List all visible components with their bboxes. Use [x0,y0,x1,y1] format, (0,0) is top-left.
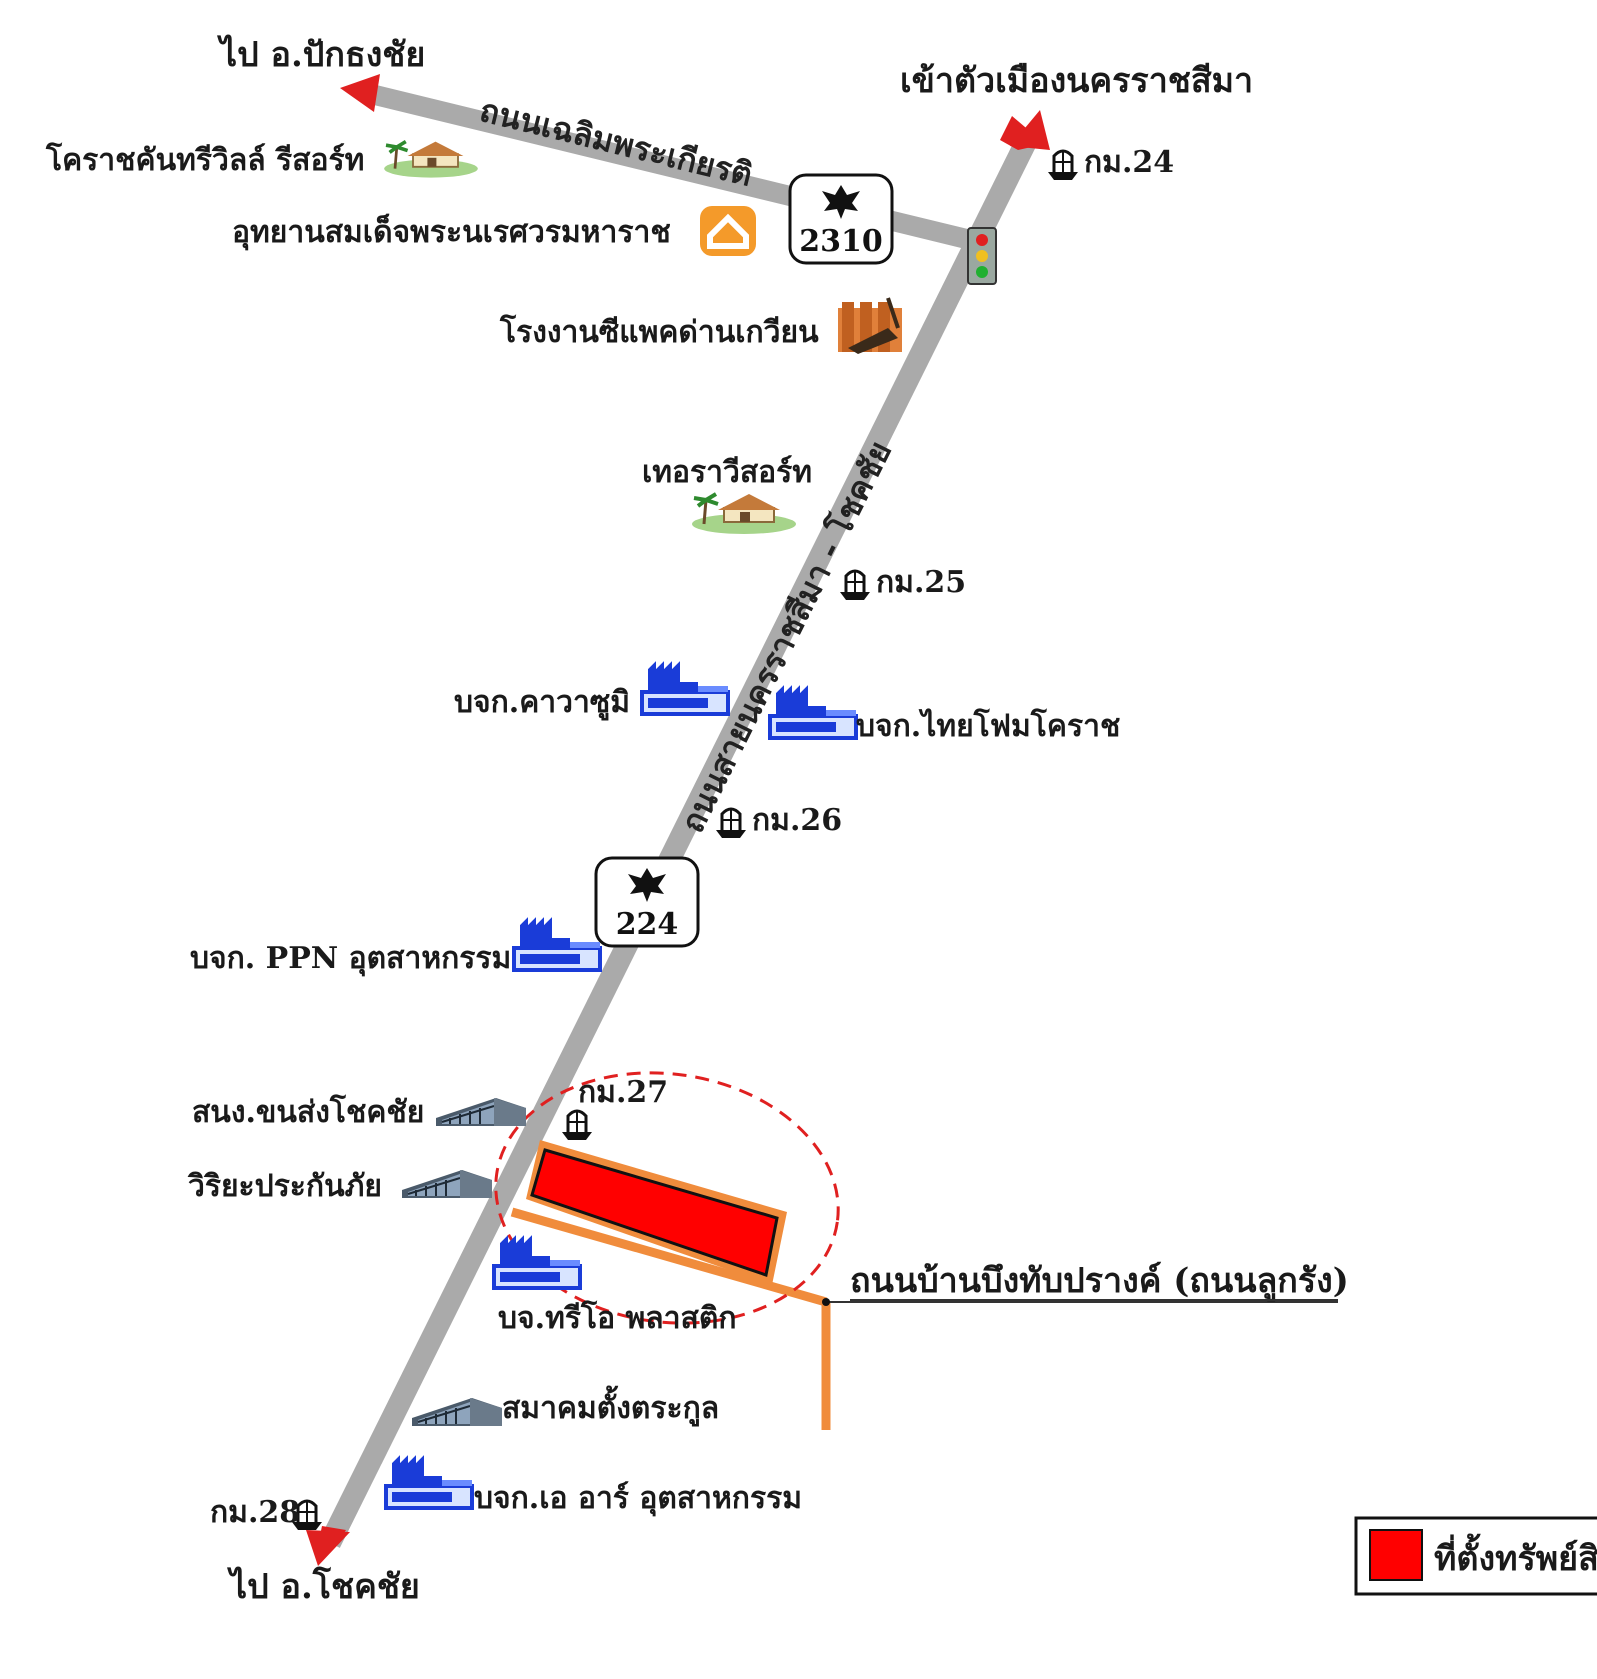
office-building-icon [411,1397,503,1427]
garuda-emblem-icon [822,185,860,219]
traffic-light-icon [967,227,997,285]
highway-shield-2310: 2310 [788,173,894,265]
km-post-icon [1046,149,1080,182]
factory-icon [384,1458,474,1510]
factory-icon [768,688,858,740]
label-kawasumi: บจก.คาวาซูมิ [454,685,630,721]
legend: ที่ตั้งทรัพย์สิน [1354,1516,1597,1596]
km-label-26: กม.26 [752,803,842,838]
label-terra-resort: เทอราวีสอร์ท [642,455,812,490]
arrow-northeast-icon [1010,110,1050,150]
factory-icon [492,1238,582,1290]
label-korat-country-resort: โคราชคันทรีวิลล์ รีสอร์ท [45,141,364,178]
arrow-south-icon [306,1530,350,1566]
label-tangtrakul: สมาคมตั้งตระกูล [502,1385,719,1427]
km-label-27: กม.27 [578,1075,668,1110]
destination-south: ไป อ.โชคชัย [227,1566,420,1607]
destination-northwest: ไป อ.ปักธงชัย [217,34,425,75]
highway-shield-224: 224 [594,856,700,948]
label-trio-plastic: บจ.ทรีโอ พลาสติก [498,1299,737,1336]
office-building-icon [435,1097,527,1127]
cement-plant-icon [838,297,902,354]
upper-road-name: ถนนเฉลิมพระเกียรติ [476,91,756,194]
property-circle [494,1071,840,1325]
garuda-emblem-icon [628,868,666,902]
house-icon [700,206,756,256]
label-thai-foam: บจก.ไทยโฟมโคราช [856,707,1120,744]
km-label-28: กม.28 [210,1495,300,1530]
km-label-25: กม.25 [876,565,966,600]
label-transport-office: สนง.ขนส่งโชคชัย [192,1093,424,1130]
side-road-name: ถนนบ้านบึงทับปรางค์ (ถนนลูกรัง) [850,1261,1349,1302]
factory-icon [640,664,730,716]
office-building-icon [401,1169,493,1199]
main-road-name: ถนนสายนครราชสีมา - โชคชัย [673,435,899,839]
shield-number-upper: 2310 [799,224,883,259]
property-parcel [526,1140,787,1285]
km-label-24: กม.24 [1084,145,1174,180]
legend-swatch [1369,1529,1423,1581]
label-cpac-plant: โรงงานซีแพคด่านเกวียน [499,313,819,350]
km-post-icon [838,569,872,602]
resort-icon [382,139,480,180]
factory-icon [512,920,602,972]
shield-number-lower: 224 [616,907,679,942]
legend-label: ที่ตั้งทรัพย์สิน [1434,1533,1597,1579]
resort-icon [690,492,798,536]
km-post-icon [714,807,748,840]
label-udyan: อุทยานสมเด็จพระนเรศวรมหาราช [232,213,671,251]
km-post-icon [560,1109,594,1142]
destination-northeast: เข้าตัวเมืองนครราชสีมา [900,61,1253,101]
label-viriya: วิริยะประกันภัย [187,1169,382,1204]
label-ppn: บจก. PPN อุตสาหกรรม [190,941,511,977]
label-ar-industry: บจก.เอ อาร์ อุตสาหกรรม [474,1481,802,1517]
side-road [510,1207,1338,1430]
